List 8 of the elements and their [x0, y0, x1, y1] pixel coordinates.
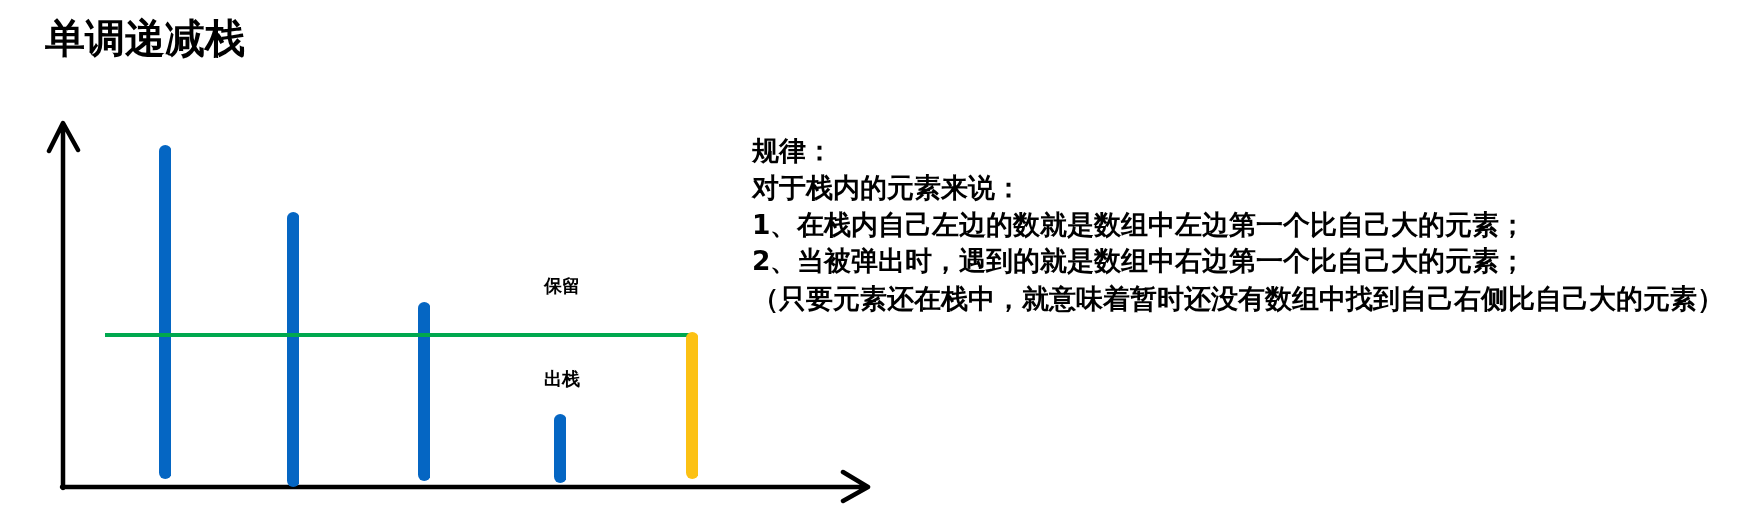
annotation-label: 保留: [544, 275, 580, 297]
title: 单调递减栈: [45, 14, 245, 62]
rule-text: 2、当被弹出时，遇到的就是数组中右边第一个比自己大的元素；: [752, 244, 1527, 278]
rule-text: 对于栈内的元素来说：: [752, 171, 1022, 205]
rule-text: （只要元素还在栈中，就意味着暂时还没有数组中找到自己右侧比自己大的元素）: [752, 282, 1724, 316]
rule-text: 1、在栈内自己左边的数就是数组中左边第一个比自己大的元素；: [752, 208, 1527, 242]
heading: 规律：: [752, 134, 833, 168]
annotation-label: 出栈: [544, 368, 580, 390]
